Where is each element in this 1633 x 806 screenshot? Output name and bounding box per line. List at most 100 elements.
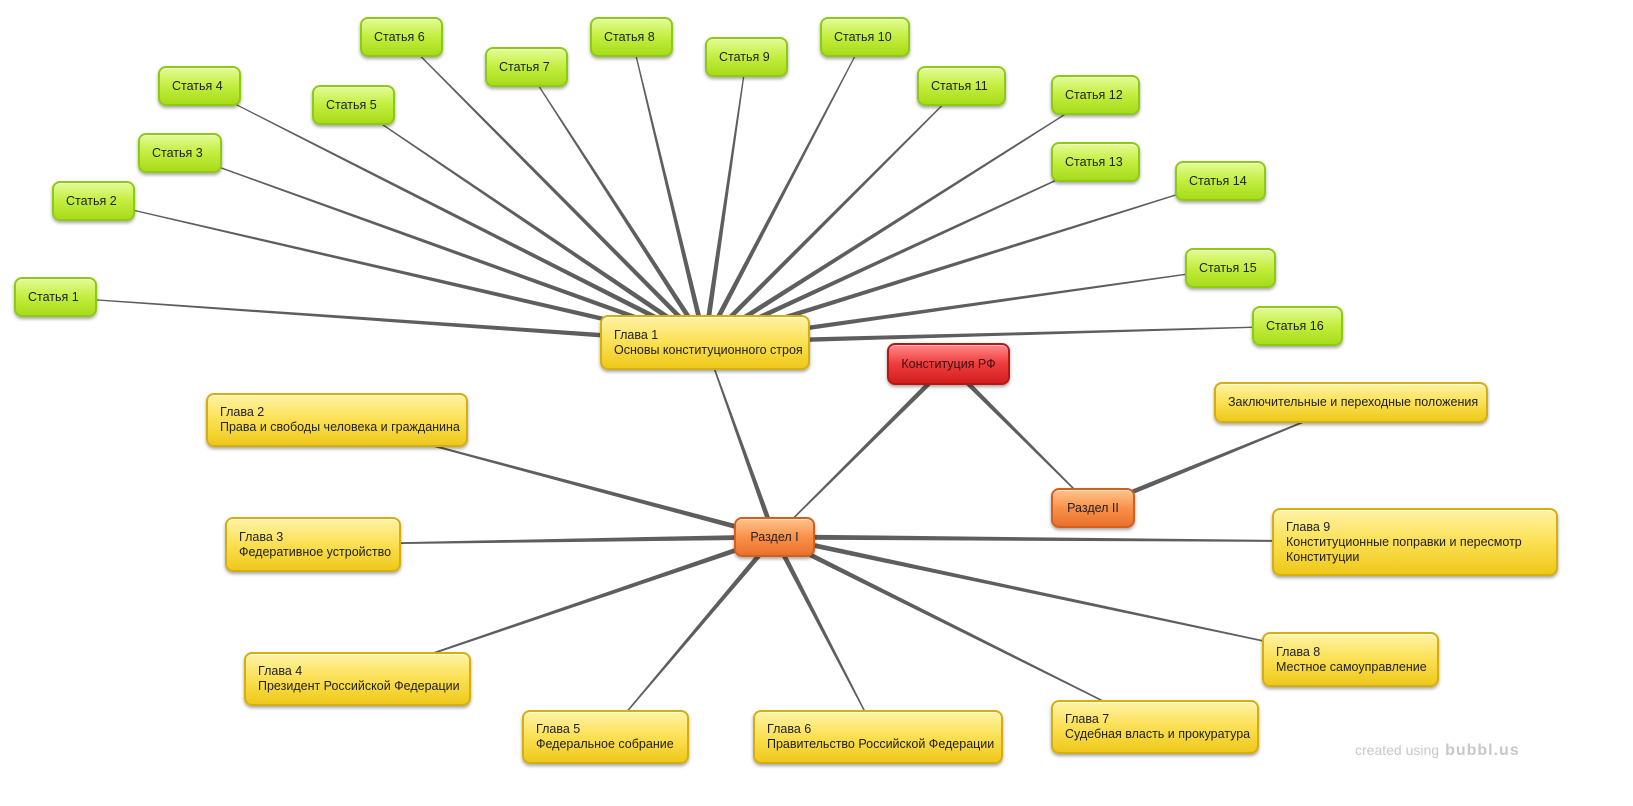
node-subtitle: Местное самоуправление [1276,659,1427,674]
article-node-16[interactable]: Статья 16 [1252,306,1343,346]
node-subtitle: Конституционные поправки и пересмотр [1286,534,1522,549]
edge-razdel1-glava4 [357,534,776,680]
node-title: Статья 11 [931,78,988,93]
node-title: Статья 7 [499,59,550,74]
node-title: Конституция РФ [901,356,996,371]
edge-razdel1-glava8 [774,534,1351,660]
edge-glava1-st1 [55,296,706,346]
article-node-12[interactable]: Статья 12 [1051,75,1140,115]
node-title: Глава 4 [258,664,303,678]
edge-glava1-st9 [702,56,747,343]
node-title: Глава 1 [614,327,659,342]
edge-glava1-st15 [704,267,1231,346]
article-node-14[interactable]: Статья 14 [1175,161,1266,201]
edge-glava1-st11 [703,85,962,345]
node-title: Статья 2 [66,193,117,208]
edge-glava1-st8 [631,36,708,344]
node-title: Статья 10 [834,29,892,44]
node-title: Статья 13 [1065,154,1123,169]
article-node-11[interactable]: Статья 11 [917,66,1006,106]
article-node-7[interactable]: Статья 7 [485,47,568,87]
node-title: Глава 6 [767,722,812,736]
article-node-9[interactable]: Статья 9 [705,37,788,77]
watermark-prefix: created using [1355,742,1440,758]
edge-glava1-st13 [703,161,1096,345]
node-title: Заключительные и переходные положения [1228,395,1479,409]
article-node-13[interactable]: Статья 13 [1051,142,1140,182]
edge-razdel1-glava9 [774,534,1415,543]
node-title: Статья 15 [1199,260,1257,275]
edge-glava1-st12 [703,94,1096,345]
node-title: Раздел II [1067,500,1119,515]
node-title: Глава 7 [1065,712,1110,726]
node-subtitle: Конституции [1286,549,1360,564]
root-node-konstitutsiya[interactable]: Конституция РФ [887,343,1010,385]
edge-glava1-st6 [401,36,707,345]
edge-razdel1-glava2 [336,419,776,540]
node-title: Статья 16 [1266,318,1324,333]
edge-glava1-st2 [93,200,706,345]
node-title: Статья 3 [152,145,203,160]
node-subtitle: Основы конституционного строя [614,342,803,357]
section-node-razdel-1[interactable]: Раздел I [734,517,815,557]
node-subtitle: Правительство Российской Федерации [767,737,995,751]
node-title: Глава 3 [239,529,284,544]
node-title: Статья 5 [326,97,377,112]
node-title: Статья 8 [604,29,655,44]
edge-glava1-st4 [199,85,707,345]
edge-glava1-st10 [702,36,866,344]
node-title: Статья 12 [1065,87,1123,102]
article-node-15[interactable]: Статья 15 [1185,248,1276,288]
node-title: Глава 2 [220,405,265,419]
article-node-1[interactable]: Статья 1 [14,277,97,317]
node-title: Статья 1 [28,289,79,304]
node-subtitle: Права и свободы человека и гражданина [220,420,460,434]
article-node-8[interactable]: Статья 8 [590,17,673,57]
node-title: Глава 9 [1286,519,1331,534]
article-node-2[interactable]: Статья 2 [52,181,135,221]
edge-root-razdel1 [774,362,951,538]
article-node-10[interactable]: Статья 10 [820,17,910,57]
edge-glava1-st14 [704,180,1221,345]
watermark-brand: bubbl.us [1445,742,1520,759]
edge-razdel1-glava6 [772,535,879,738]
node-subtitle: Федеральное собрание [536,737,674,751]
edge-root-razdel2 [946,362,1094,509]
edge-razdel1-glava3 [313,534,775,545]
watermark: created using bubbl.us [1355,742,1520,760]
article-node-5[interactable]: Статья 5 [312,85,395,125]
node-subtitle: Президент Российской Федерации [258,679,460,693]
edge-glava1-st5 [353,104,707,345]
edge-razdel1-glava7 [773,534,1156,728]
edge-razdel1-glava1 [704,342,777,538]
node-subtitle: Федеративное устройство [239,544,392,559]
node-final-provisions[interactable]: Заключительные и переходные положения [1214,382,1488,423]
node-title: Статья 9 [719,49,770,64]
edge-glava1-st16 [704,325,1298,346]
article-node-6[interactable]: Статья 6 [360,17,443,57]
node-title: Статья 6 [374,29,425,44]
node-title: Статья 4 [172,78,223,93]
node-title: Статья 14 [1189,173,1247,188]
edge-razdel2-zakl [1092,402,1352,511]
article-node-3[interactable]: Статья 3 [138,133,222,173]
node-subtitle: Судебная власть и прокуратура [1065,727,1251,741]
article-node-4[interactable]: Статья 4 [158,66,241,106]
edge-glava1-st7 [526,66,708,344]
node-title: Раздел I [750,529,799,544]
node-title: Глава 5 [536,722,581,736]
edge-razdel1-glava5 [605,535,777,738]
edge-glava1-st3 [179,152,706,345]
section-node-razdel-2[interactable]: Раздел II [1051,488,1135,528]
node-title: Глава 8 [1276,644,1321,659]
